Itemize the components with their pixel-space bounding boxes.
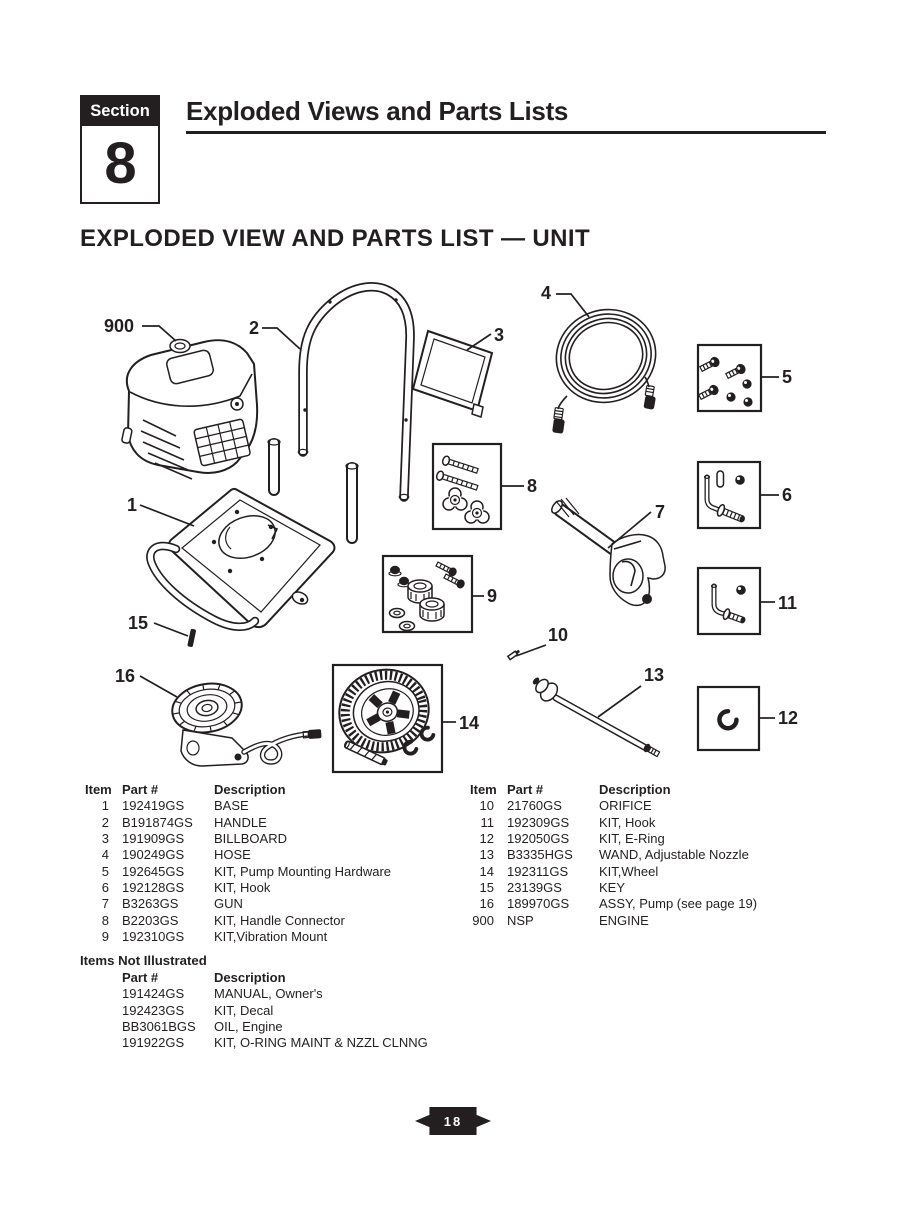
svg-text:9: 9 [487,586,497,606]
gun-illustration [551,497,666,607]
col-header-part: Part # [507,782,544,797]
svg-text:11: 11 [778,593,797,613]
callout-12: 12 [759,708,798,728]
callout-15: 15 [128,613,189,637]
handle-connector-kit-box [431,442,503,531]
callout-4: 4 [541,283,590,318]
col-header-description: Description [214,782,286,797]
svg-text:1: 1 [127,495,137,515]
billboard-illustration [411,329,494,418]
vibration-mount-kit-box [381,554,474,634]
section-label: Section [82,97,158,126]
callout-13: 13 [597,665,664,718]
callout-10: 10 [515,625,568,657]
callout-900: 900 [104,316,177,342]
col-header-description: Description [599,782,671,797]
base-illustration [146,438,359,631]
svg-text:15: 15 [128,613,148,633]
engine-illustration [121,338,259,480]
svg-text:8: 8 [527,476,537,496]
svg-text:2: 2 [249,318,259,338]
callout-8: 8 [501,476,537,496]
svg-text:14: 14 [459,713,479,733]
svg-text:12: 12 [778,708,798,728]
callout-11: 11 [760,593,797,613]
callout-3: 3 [466,325,504,351]
e-ring-kit-box [696,685,761,752]
page-number-badge: 18 [415,1107,491,1135]
page-number: 18 [443,1113,463,1129]
svg-text:16: 16 [115,666,135,686]
not-illustrated-title: Items Not Illustrated [80,953,207,968]
exploded-diagram: 900 2 3 [104,282,798,774]
svg-text:900: 900 [104,316,134,336]
svg-text:3: 3 [494,325,504,345]
pump-assembly-illustration [171,682,322,767]
section-box: Section 8 [80,95,160,204]
wand-illustration [532,677,661,758]
callout-7: 7 [607,502,665,549]
col-header-item: Item [85,782,112,797]
section-number: 8 [104,130,136,196]
hook-kit-box-6 [696,460,762,530]
wheel-kit-box [331,663,444,774]
page-heading: EXPLODED VIEW AND PARTS LIST — UNIT [80,225,591,252]
callout-9: 9 [472,586,497,606]
callout-14: 14 [442,713,479,733]
callout-2: 2 [249,318,301,350]
callout-5: 5 [761,367,792,387]
svg-text:13: 13 [644,665,664,685]
svg-text:4: 4 [541,283,551,303]
svg-text:5: 5 [782,367,792,387]
orifice-illustration [506,649,521,661]
title-rule [186,131,826,134]
col-header-item: Item [470,782,497,797]
callout-6: 6 [761,485,792,505]
col-header-part: Part # [122,970,159,985]
hose-illustration [552,308,657,434]
pump-mounting-kit-box [696,343,763,413]
svg-text:10: 10 [548,625,568,645]
col-header-part: Part # [122,782,159,797]
handle-illustration [297,282,415,502]
svg-text:6: 6 [782,485,792,505]
hook-kit-box-11 [696,566,762,636]
section-title: Exploded Views and Parts Lists [186,96,569,126]
col-header-description: Description [214,970,286,985]
svg-text:7: 7 [655,502,665,522]
callout-1: 1 [127,495,195,527]
key-illustration [187,628,196,647]
callout-16: 16 [115,666,178,698]
